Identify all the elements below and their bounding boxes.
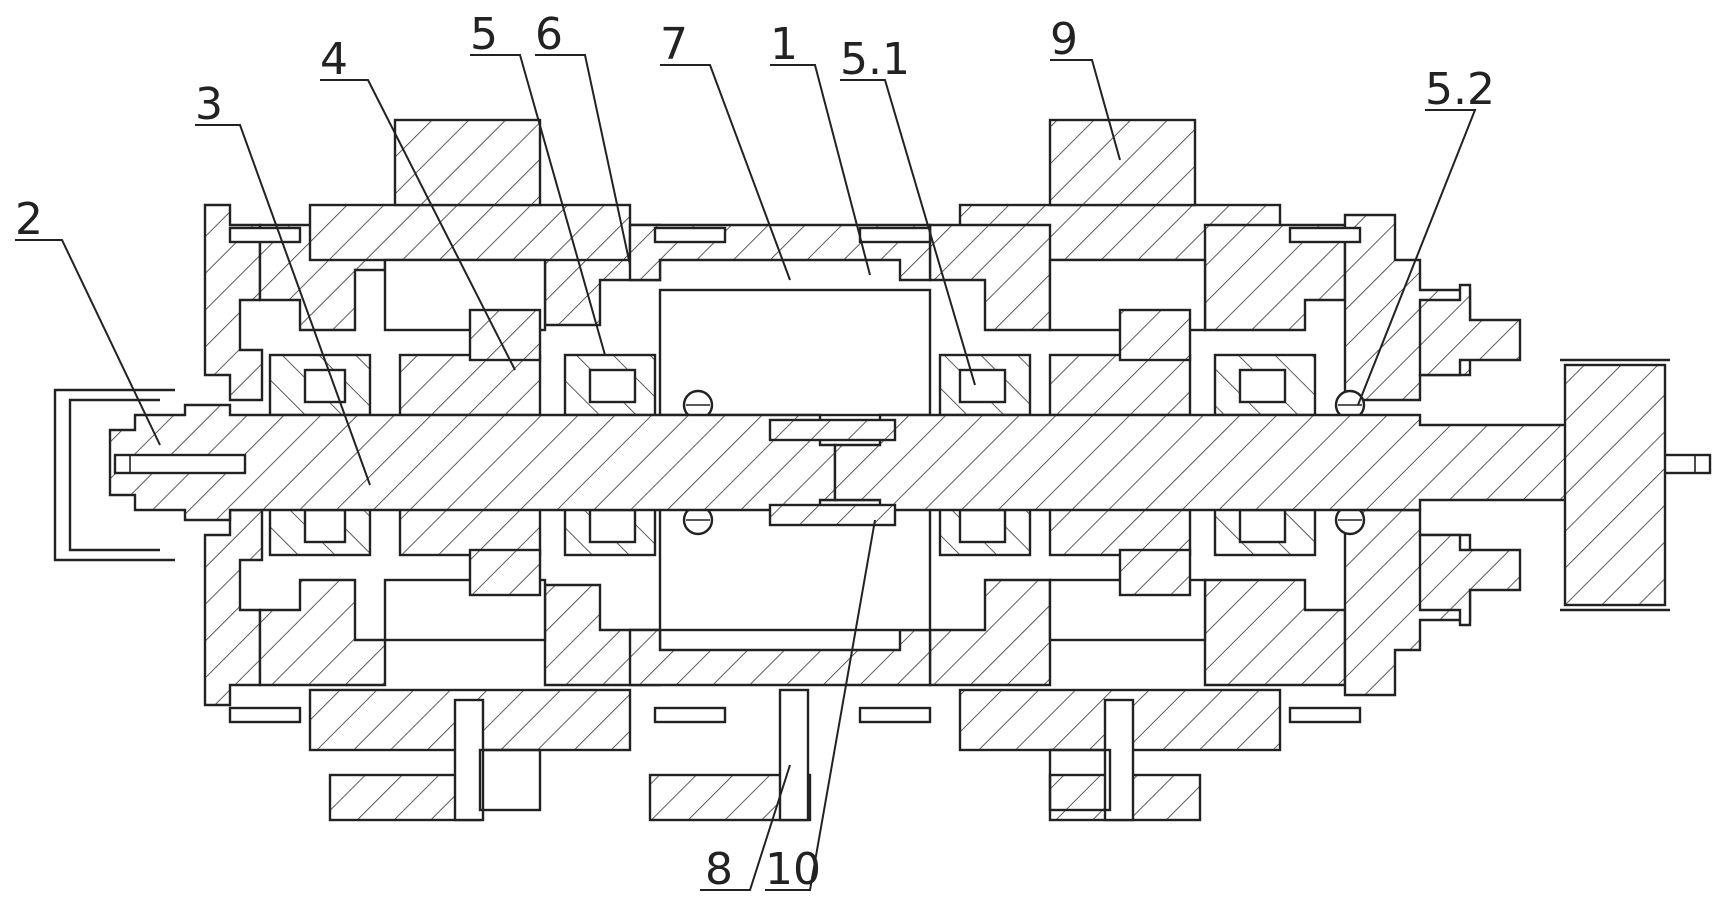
- callout-5-2: 5.2: [1425, 64, 1495, 115]
- callout-6: 6: [535, 9, 563, 60]
- callout-4: 4: [320, 34, 348, 85]
- shafts: [108, 403, 1712, 527]
- callout-3: 3: [195, 79, 223, 130]
- top-screws: [228, 226, 1362, 724]
- callout-9: 9: [1050, 14, 1078, 65]
- left-end-cover: [53, 388, 175, 562]
- inner-cavities: [383, 258, 1207, 642]
- callout-8: 8: [705, 844, 733, 895]
- callout-7: 7: [660, 19, 688, 70]
- callout-5: 5: [470, 9, 498, 60]
- leader-lines: [15, 54, 1477, 891]
- callout-1: 1: [770, 19, 798, 70]
- callout-10: 10: [765, 844, 821, 895]
- callout-labels: 2 3 4 5 6 7 1 5.1 9 5.2 8 10: [15, 9, 1495, 895]
- callout-5-1: 5.1: [840, 34, 910, 85]
- right-pulley: [1560, 358, 1670, 612]
- bottom-fixtures: [328, 688, 1202, 822]
- callout-2: 2: [15, 194, 43, 245]
